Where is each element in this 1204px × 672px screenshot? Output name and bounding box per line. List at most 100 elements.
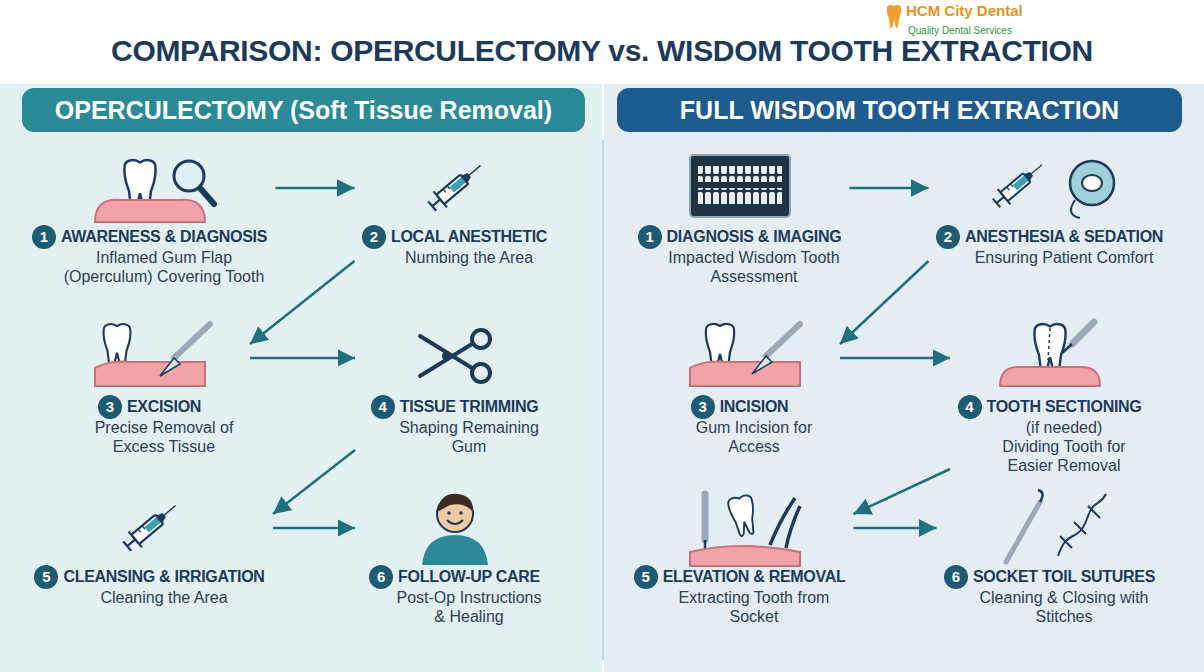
step-description: Post-Op Instructions & Healing xyxy=(389,588,549,626)
callout-number: 5 xyxy=(641,568,649,585)
flow-arrow xyxy=(854,528,937,529)
elevation-icon xyxy=(702,494,709,540)
scissors-icon xyxy=(420,330,490,382)
callout-number: 5 xyxy=(42,568,50,585)
step-number-badge: 3 xyxy=(98,395,122,419)
syringe-icon xyxy=(425,158,487,215)
flow-arrow-line xyxy=(850,187,929,190)
step-description: Gum Incision for Access xyxy=(674,418,834,456)
title-band: COMPARISON: OPERCULECTOMY vs. WISDOM TOO… xyxy=(0,32,1204,70)
step-description: Ensuring Patient Comfort xyxy=(963,248,1166,267)
panel-ground xyxy=(0,84,602,672)
flow-arrow-line xyxy=(250,357,355,360)
xray-icon xyxy=(698,166,782,182)
step-description: Cleaning the Area xyxy=(61,588,267,607)
title: COMPARISON: OPERCULECTOMY vs. WISDOM TOO… xyxy=(0,32,1204,70)
flow-arrow-line xyxy=(273,450,355,514)
syringe-icon xyxy=(120,498,182,555)
sectioning-icon xyxy=(1072,322,1094,344)
callout-number: 4 xyxy=(379,398,387,415)
suture-icon xyxy=(1006,490,1106,562)
step-number-badge: 1 xyxy=(32,225,56,249)
step-description: Dividing Tooth for Easier Removal xyxy=(984,437,1144,475)
tooth-magnifier-icon xyxy=(174,161,204,191)
flow-arrow-line xyxy=(854,469,951,514)
xray-icon xyxy=(690,155,790,217)
gum-scalpel-icon xyxy=(95,324,210,386)
flow-arrow-line xyxy=(273,527,355,530)
step-heading: CLEANSING & IRRIGATION xyxy=(63,566,264,588)
flow-arrow xyxy=(840,261,929,344)
patient-icon xyxy=(447,520,463,524)
anesthesia-icon xyxy=(990,157,1048,210)
callout-number: 6 xyxy=(377,568,385,585)
anesthesia-icon xyxy=(990,157,1114,218)
callout-number: 4 xyxy=(965,398,973,415)
flow-arrow-line xyxy=(840,261,929,344)
flow-arrow xyxy=(850,188,929,189)
patient-icon xyxy=(459,511,463,515)
watermark-text: HCM City Dental xyxy=(906,2,1023,19)
step-heading: AWARENESS & DIAGNOSIS xyxy=(61,226,267,248)
flow-arrow xyxy=(840,358,950,359)
panel-divider xyxy=(602,140,604,660)
step-number-badge: 3 xyxy=(691,395,715,419)
patient-icon xyxy=(422,494,488,565)
patient-icon xyxy=(447,511,451,515)
step-node: ELEVATION & REMOVALExtracting Tooth from… xyxy=(627,488,854,632)
step-number-badge: 1 xyxy=(638,225,662,249)
step-heading: INCISION xyxy=(720,396,789,418)
step-node: AWARENESS & DIAGNOSISInflamed Gum Flap (… xyxy=(25,148,276,292)
step-node: SOCKET TOIL SUTURESCleaning & Closing wi… xyxy=(937,488,1164,632)
scissors-icon xyxy=(420,344,472,376)
elevation-icon xyxy=(786,506,800,548)
step-description: Precise Removal of Excess Tissue xyxy=(84,418,244,456)
scissors-icon xyxy=(444,354,448,358)
step-description: Shaping Remaining Gum xyxy=(389,418,549,456)
step-number-badge: 2 xyxy=(936,225,960,249)
syringe-icon xyxy=(120,498,182,555)
suture-icon xyxy=(1060,506,1100,548)
suture-icon xyxy=(1074,522,1086,534)
step-heading: FOLLOW-UP CARE xyxy=(398,566,540,588)
tooth-magnifier-icon xyxy=(95,160,214,222)
watermark-text: Quality Dental Services xyxy=(908,25,1012,36)
panel-header: OPERCULECTOMY (Soft Tissue Removal) xyxy=(22,88,585,132)
step-description: Cleaning & Closing with Stitches xyxy=(971,588,1158,626)
panel-header: FULL WISDOM TOOTH EXTRACTION xyxy=(617,88,1182,132)
step-number-badge: 5 xyxy=(634,565,658,589)
step-node: INCISIONGum Incision for Access xyxy=(640,318,840,462)
elevation-icon xyxy=(690,494,800,566)
step-description: (if needed) xyxy=(984,418,1144,437)
flow-arrow xyxy=(250,261,355,344)
syringe-icon xyxy=(425,158,487,215)
callout-number: 3 xyxy=(698,398,706,415)
callout-number: 1 xyxy=(645,228,653,245)
incision-icon xyxy=(690,362,800,386)
sectioning-icon xyxy=(1000,367,1100,386)
step-heading: ANESTHESIA & SEDATION xyxy=(965,226,1163,248)
step-number-badge: 6 xyxy=(369,565,393,589)
step-node: FOLLOW-UP CAREPost-Op Instructions & Hea… xyxy=(355,488,555,632)
logo-tooth xyxy=(887,5,901,28)
flow-arrow-line xyxy=(840,357,950,360)
suture-icon xyxy=(1060,536,1072,548)
panel: OPERCULECTOMY (Soft Tissue Removal) AWARE… xyxy=(0,84,602,672)
step-heading: TOOTH SECTIONING xyxy=(987,396,1142,418)
scissors-icon xyxy=(472,330,490,348)
flow-arrow xyxy=(273,450,355,514)
gum-scalpel-icon xyxy=(174,324,210,358)
incision-icon xyxy=(690,324,800,386)
patient-icon xyxy=(422,535,488,565)
elevation-icon xyxy=(770,498,795,545)
xray-icon xyxy=(690,155,790,217)
anesthesia-icon xyxy=(1082,175,1102,191)
watermark: Quality Dental Services xyxy=(908,20,1012,38)
logo-tooth xyxy=(887,5,901,28)
panel-ground xyxy=(604,84,1204,672)
patient-icon xyxy=(437,494,473,512)
step-node: DIAGNOSIS & IMAGINGImpacted Wisdom Tooth… xyxy=(631,148,850,292)
flow-arrow-line xyxy=(854,527,937,530)
step-description: Extracting Tooth from Socket xyxy=(661,588,848,626)
